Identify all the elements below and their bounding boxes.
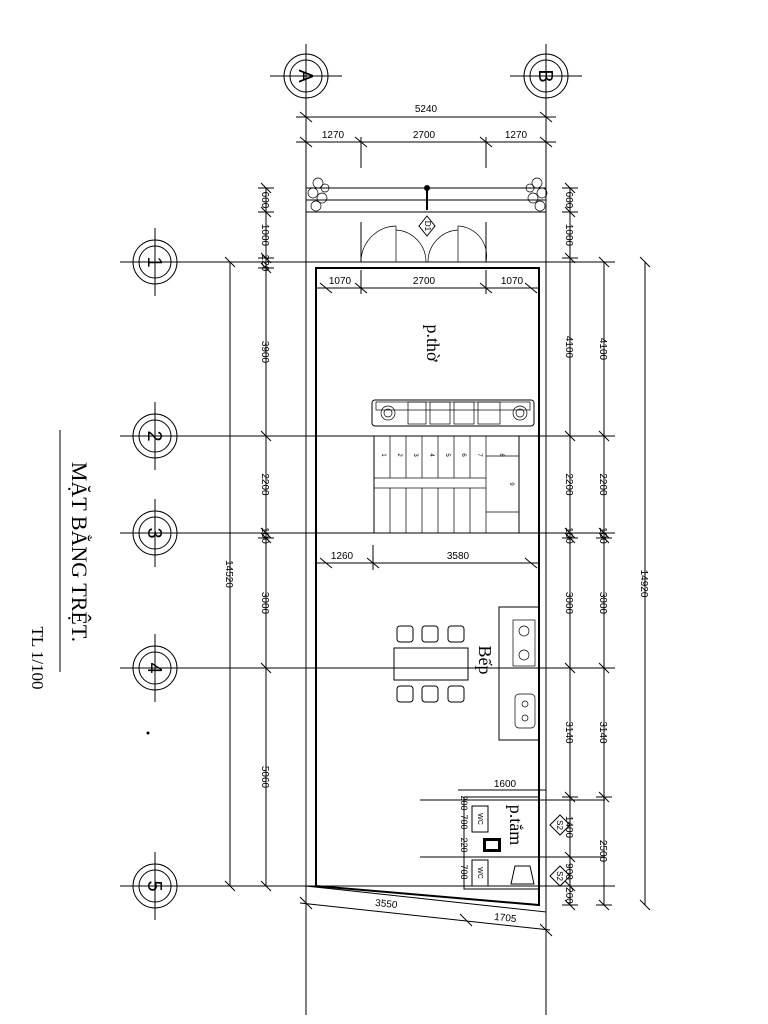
right-total-tick <box>639 899 651 911</box>
axis-bubble-5: 5 <box>120 852 190 920</box>
left-dim-label: 3000 <box>259 592 270 615</box>
left-dim-label: 2200 <box>259 473 270 496</box>
svg-text:3580: 3580 <box>447 551 470 562</box>
svg-text:WC: WC <box>476 867 483 879</box>
axis-bubble-4: 4 <box>120 634 190 702</box>
svg-text:2: 2 <box>143 430 165 441</box>
right-dim-outer-label: 3140 <box>597 721 608 744</box>
right-dim-inner-label: 2200 <box>563 473 574 496</box>
left-total-label: 14520 <box>223 560 234 588</box>
left-dim-label: 1000 <box>259 224 270 247</box>
axis-label-a: A <box>294 69 316 83</box>
svg-text:S2: S2 <box>555 871 564 881</box>
svg-text:200: 200 <box>459 795 469 810</box>
mid-dimensions: 1260 3580 <box>316 545 539 570</box>
top-dimensions: 5240 1270 2700 1270 <box>296 104 556 168</box>
stair-number: 4 <box>428 453 434 457</box>
right-dim-outer-label: 2500 <box>597 840 608 863</box>
svg-text:1705: 1705 <box>494 912 518 925</box>
bathroom: 1600 WC WC 200 700 220 700 S2 S2 <box>420 779 605 890</box>
axis-bubble-b: B <box>510 44 582 100</box>
stair-number: 7 <box>476 453 482 457</box>
svg-text:4: 4 <box>143 662 165 673</box>
axis-bubble-1: 1 <box>120 228 190 296</box>
svg-text:S2: S2 <box>555 820 564 830</box>
left-dimensions: 600 1000 220 3900 2200 100 3000 5060 14520 <box>223 182 274 892</box>
sofa <box>371 399 535 427</box>
right-dim-inner-label: 1000 <box>563 224 574 247</box>
axis-bubble-a: A <box>270 44 342 100</box>
svg-text:D1: D1 <box>423 221 432 232</box>
svg-text:220: 220 <box>459 837 469 852</box>
svg-text:1260: 1260 <box>331 551 354 562</box>
room-label-kitchen: Bếp <box>475 646 495 675</box>
svg-text:3: 3 <box>143 527 165 538</box>
bottom-dimensions: 3550 1705 <box>299 896 553 937</box>
right-dim-inner-label: 1400 <box>563 816 574 839</box>
scale-text: TL 1/100 <box>28 626 47 689</box>
left-total-tick <box>224 256 236 268</box>
right-dim-inner-label: 600 <box>563 192 574 209</box>
drawing-title: MẶT BẰNG TRỆT. TL 1/100 <box>28 430 150 735</box>
stair-number: 6 <box>460 453 466 457</box>
right-dim-outer-label: 3000 <box>597 592 608 615</box>
room-label-bath: p.tắm <box>506 805 526 846</box>
front-doors: D1 <box>360 215 487 263</box>
svg-text:3550: 3550 <box>375 898 399 911</box>
stair-number: 5 <box>444 453 450 457</box>
right-dim-inner-label: 200 <box>563 887 574 904</box>
title-text: MẶT BẰNG TRỆT. <box>67 462 92 642</box>
stair-number: 3 <box>412 453 418 457</box>
svg-text:5240: 5240 <box>415 104 438 115</box>
svg-text:5: 5 <box>143 880 165 891</box>
front-fence <box>306 177 548 213</box>
left-dim-label: 600 <box>259 192 270 209</box>
inner-top-dimensions: 1070 2700 1070 <box>316 270 539 294</box>
right-dim-inner-label: 3140 <box>563 721 574 744</box>
stair-number: 1 <box>380 453 386 457</box>
svg-text:1: 1 <box>143 256 165 267</box>
left-dim-label: 3900 <box>259 341 270 364</box>
axis-bubble-2: 2 <box>120 402 190 470</box>
grid-lines <box>176 97 615 1015</box>
svg-text:1270: 1270 <box>505 130 528 141</box>
right-dimensions: 600 1000 4100 2200 100 3000 3140 1400 900 200 4100… <box>562 182 651 911</box>
svg-text:1070: 1070 <box>329 276 352 287</box>
staircase: 1 2 3 4 5 6 7 8 9 <box>373 435 520 534</box>
right-dim-inner-label: 100 <box>563 527 574 544</box>
dining-table <box>393 625 469 703</box>
building-outline: D1 <box>305 215 547 913</box>
right-dim-outer-label: 4100 <box>597 338 608 361</box>
axis-label-b: B <box>534 69 556 82</box>
svg-text:2700: 2700 <box>413 130 436 141</box>
kitchen-counter <box>498 606 540 741</box>
svg-text:WC: WC <box>476 813 483 825</box>
plant-right <box>525 177 548 212</box>
svg-text:700: 700 <box>459 814 469 829</box>
stair-number: 2 <box>396 453 402 457</box>
right-total-label: 14920 <box>638 570 649 598</box>
stair-number: 9 <box>508 482 514 486</box>
right-total-tick <box>639 256 651 268</box>
right-dim-inner-label: 900 <box>563 863 574 880</box>
axis-bubble-3: 3 <box>120 499 190 567</box>
left-dim-label: 5060 <box>259 766 270 789</box>
left-dim-label: 220 <box>259 255 270 272</box>
room-label-altar: p.thờ <box>423 324 443 362</box>
left-dim-label: 100 <box>259 527 270 544</box>
plant-left <box>307 177 330 212</box>
right-dim-inner-label: 3000 <box>563 592 574 615</box>
right-dim-outer-label: 100 <box>597 527 608 544</box>
svg-text:700: 700 <box>459 864 469 879</box>
svg-text:1270: 1270 <box>322 130 345 141</box>
stair-number: 8 <box>498 453 504 457</box>
svg-text:1600: 1600 <box>494 779 517 790</box>
left-total-tick <box>224 880 236 892</box>
svg-text:2700: 2700 <box>413 276 436 287</box>
right-dim-outer-label: 2200 <box>597 473 608 496</box>
right-dim-inner-label: 4100 <box>563 336 574 359</box>
svg-text:1070: 1070 <box>501 276 524 287</box>
